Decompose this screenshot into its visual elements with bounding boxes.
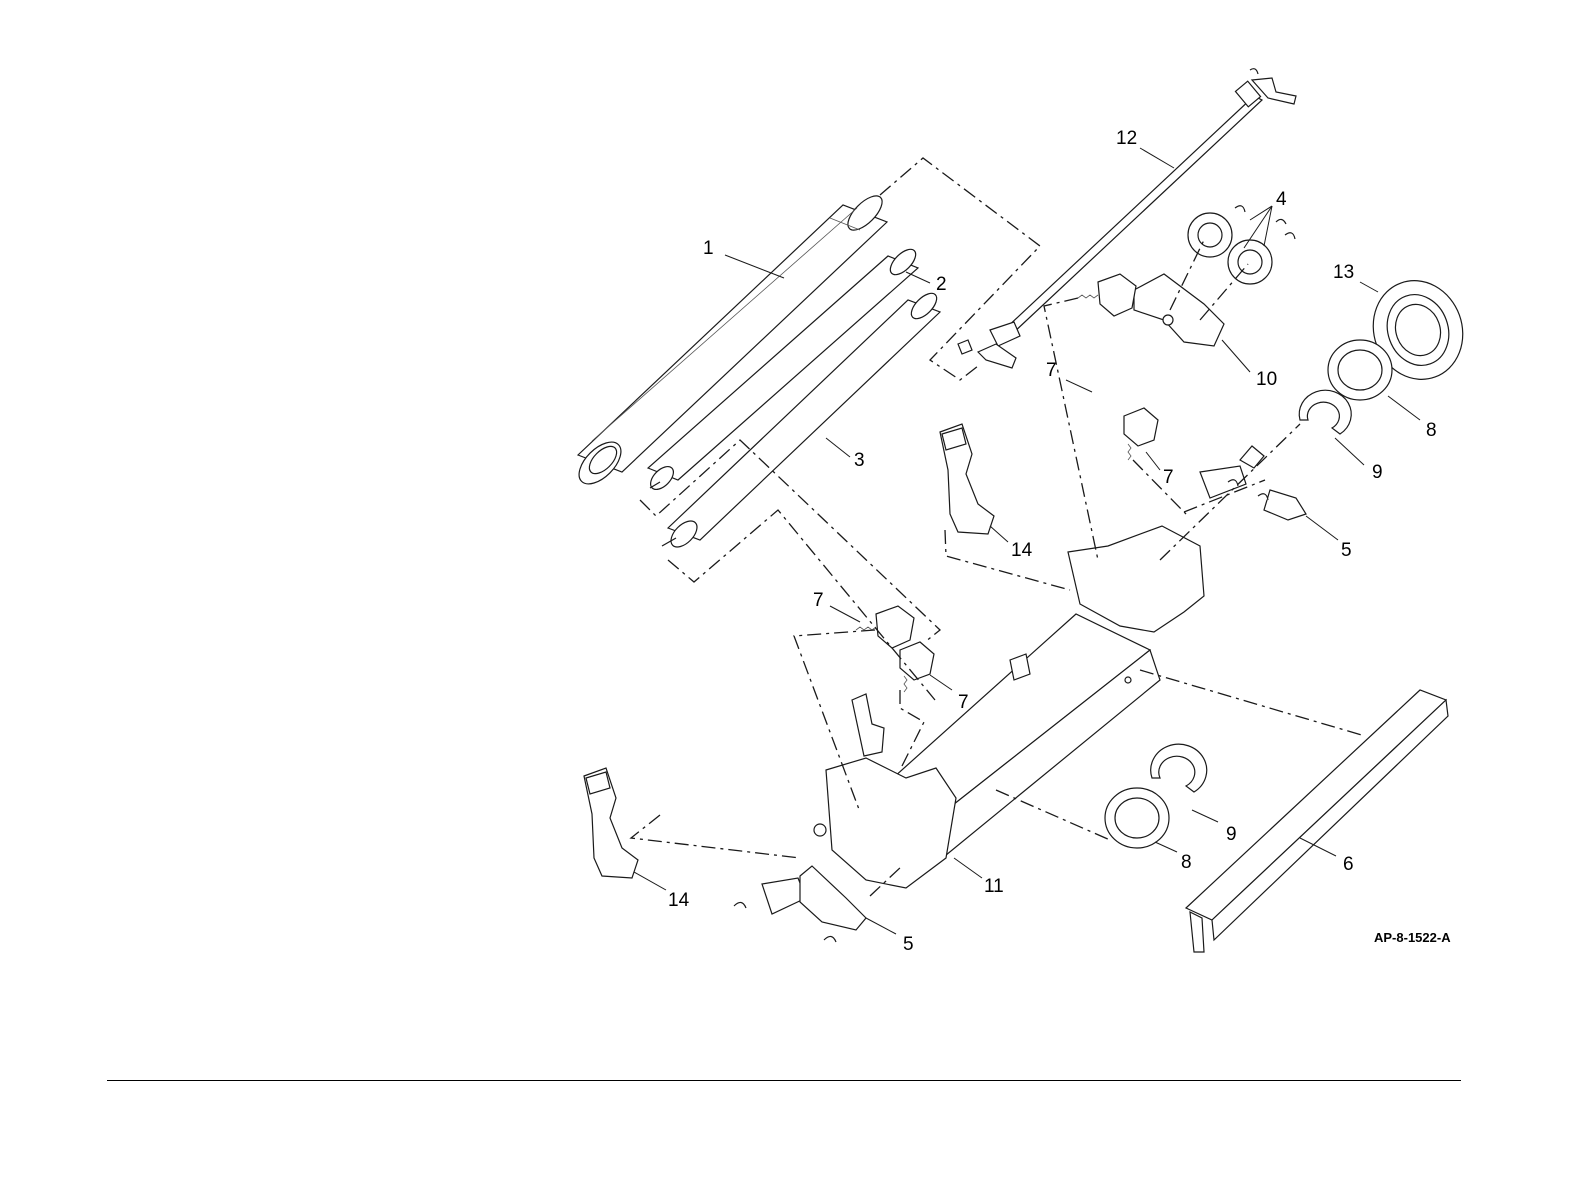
- lever-lower: [734, 866, 866, 942]
- callout-9-upper: 9: [1372, 462, 1383, 483]
- callout-2: 2: [936, 274, 947, 295]
- callout-8-lower: 8: [1181, 852, 1192, 873]
- callout-13: 13: [1333, 262, 1354, 283]
- callout-5-lower: 5: [903, 934, 914, 955]
- bearing-upper: [1328, 340, 1392, 400]
- callout-9-lower: 9: [1226, 824, 1237, 845]
- release-lever-upper: [940, 424, 994, 534]
- shaft: [958, 69, 1296, 368]
- callout-10: 10: [1256, 369, 1277, 390]
- callout-1: 1: [703, 238, 714, 259]
- callout-7-lower-left: 7: [813, 590, 824, 611]
- callout-7-upper-right: 7: [1163, 467, 1174, 488]
- bushing-lower: [1151, 744, 1207, 792]
- callout-7-upper-left: 7: [1046, 360, 1057, 381]
- release-lever-lower: [584, 768, 638, 878]
- callout-12: 12: [1116, 128, 1137, 149]
- callout-11: 11: [984, 876, 1004, 897]
- heat-roll: [572, 190, 888, 491]
- callout-8-upper: 8: [1426, 420, 1437, 441]
- bushing-upper: [1299, 390, 1351, 434]
- callout-6: 6: [1343, 854, 1354, 875]
- figure-code: AP-8-1522-A: [1374, 930, 1451, 945]
- footer-rule: [107, 1080, 1461, 1081]
- callout-5-upper: 5: [1341, 540, 1352, 561]
- bearing-lower: [1105, 788, 1169, 848]
- gear-bracket: [1134, 274, 1224, 346]
- guide-plate: [1186, 690, 1448, 952]
- callout-7-lower-right: 7: [958, 692, 969, 713]
- callout-4: 4: [1276, 189, 1287, 210]
- lever-upper: [1200, 446, 1306, 520]
- clip-upper-right: [1124, 408, 1158, 460]
- clip-upper-left: [1078, 274, 1136, 316]
- callout-3: 3: [854, 450, 865, 471]
- callout-14-upper: 14: [1011, 540, 1033, 561]
- callout-14-lower: 14: [668, 890, 690, 911]
- clip-lower-left: [856, 606, 914, 648]
